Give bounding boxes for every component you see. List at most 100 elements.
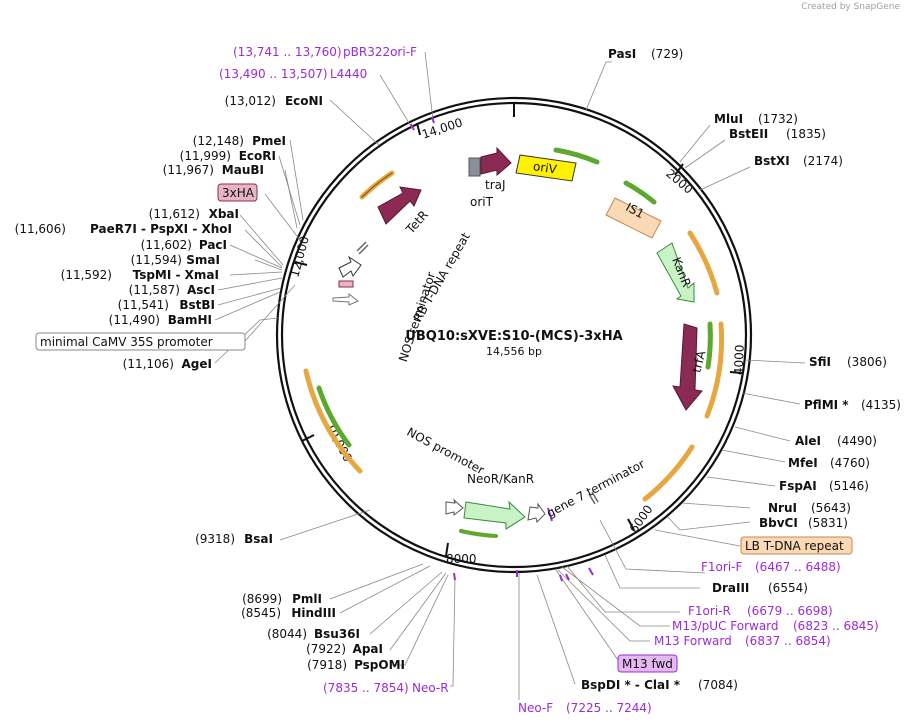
3xHA-mark <box>338 280 354 288</box>
site-BstEII: BstEII <box>729 127 768 141</box>
site-AgeI: AgeI <box>182 357 212 371</box>
plasmid-size: 14,556 bp <box>486 345 542 358</box>
site-MluI: MluI <box>714 112 743 126</box>
label-trfA: trfA <box>689 348 708 374</box>
3xHA-label: 3xHA <box>222 186 255 200</box>
site-MfeI: MfeI <box>788 456 818 470</box>
site-AleI-pos: (4490) <box>837 434 877 448</box>
site-BsaI: BsaI <box>244 532 273 546</box>
primer-Neo-F-range: (7225 .. 7244) <box>566 701 652 715</box>
site-EcoRI: EcoRI <box>239 149 276 163</box>
site-SfiI: SfiI <box>809 355 831 369</box>
label-oriT: oriT <box>470 195 494 209</box>
site-PflMI: PflMI * <box>804 398 849 412</box>
site-BbvCI: BbvCI <box>759 516 798 530</box>
site-PacI: PacI <box>199 238 227 252</box>
site-PaeR7I-pos: (11,606) <box>15 222 66 236</box>
site-PspOMI: PspOMI <box>354 658 405 672</box>
site-MluI-pos: (1732) <box>758 112 798 126</box>
site-HindIII-pos: (8545) <box>241 606 281 620</box>
primer-labels: pBR322ori-F (13,741 .. 13,760) L4440 (13… <box>219 45 879 715</box>
site-SfiI-pos: (3806) <box>847 355 887 369</box>
tick-label-8000: 8000 <box>446 552 477 566</box>
primer-F1ori-R-range: (6679 .. 6698) <box>747 604 833 618</box>
site-MauBI: MauBI <box>222 163 264 177</box>
site-DraIII: DraIII <box>712 581 749 595</box>
primer-M13fwd: M13 Forward <box>654 634 732 648</box>
site-PmeI: PmeI <box>252 134 286 148</box>
primer-Neo-R-range: (7835 .. 7854) <box>323 681 409 695</box>
site-MauBI-pos: (11,967) <box>163 163 214 177</box>
TetR-arrow <box>377 186 422 225</box>
direction-arcs <box>303 147 725 538</box>
primer-M13pUC-range: (6823 .. 6845) <box>793 619 879 633</box>
site-BspDI-ClaI-pos: (7084) <box>698 678 738 692</box>
site-FspAI: FspAI <box>779 479 817 493</box>
site-HindIII: HindIII <box>291 606 336 620</box>
site-DraIII-pos: (6554) <box>768 581 808 595</box>
tick-marks <box>294 103 743 557</box>
site-ApaI: ApaI <box>353 642 383 656</box>
site-ApaI-pos: (7922) <box>306 642 346 656</box>
site-BstEII-pos: (1835) <box>786 127 826 141</box>
site-Bsu36I-pos: (8044) <box>267 627 307 641</box>
camv-box <box>35 332 246 351</box>
primer-M13pUC: M13/pUC Forward <box>672 619 779 633</box>
sites-right: PasI (729) MluI (1732) BstEII (1835) Bst… <box>581 47 901 692</box>
primer-L4440: L4440 <box>330 67 367 81</box>
small-arrow <box>332 292 359 306</box>
primer-Neo-R: Neo-R <box>412 681 449 695</box>
site-PaeR7I-PspXI-XhoI: PaeR7I - PspXI - XhoI <box>90 222 232 236</box>
site-BstBI: BstBI <box>179 298 215 312</box>
site-BsaI-pos: (9318) <box>195 532 235 546</box>
primer-L4440-range: (13,490 .. 13,507) <box>219 67 328 81</box>
primer-Neo-F: Neo-F <box>518 701 553 715</box>
site-FspAI-pos: (5146) <box>829 479 869 493</box>
site-BbvCI-pos: (5831) <box>808 516 848 530</box>
site-BstXI: BstXI <box>754 154 790 168</box>
site-PflMI-pos: (4135) <box>861 398 901 412</box>
trfA-arrow <box>672 323 703 411</box>
KanR-arrow <box>656 242 695 303</box>
feature-shapes <box>332 146 703 530</box>
primer-F1ori-R: F1ori-R <box>688 604 731 618</box>
site-PmlI-pos: (8699) <box>242 592 282 606</box>
site-MfeI-pos: (4760) <box>830 456 870 470</box>
site-TspMI-XmaI-pos: (11,592) <box>61 268 112 282</box>
label-gene7: gene 7 terminator <box>544 457 647 521</box>
site-BamHI: BamHI <box>168 313 212 327</box>
tick-label-4000: 4000 <box>732 344 747 375</box>
primer-M13fwd-range: (6837 .. 6854) <box>745 634 831 648</box>
primer-marks <box>410 116 594 582</box>
primer-F1ori-F-range: (6467 .. 6488) <box>755 560 841 574</box>
backbone-outer <box>275 96 753 574</box>
site-BspDI-ClaI: BspDI * - ClaI * <box>581 678 681 692</box>
lb-repeat-box <box>740 536 853 555</box>
site-Bsu36I: Bsu36I <box>314 627 360 641</box>
site-PmeI-pos: (12,148) <box>193 134 244 148</box>
label-traJ: traJ <box>485 178 506 192</box>
NeoR-arrow <box>463 500 526 530</box>
gene7-arrow <box>527 502 546 523</box>
leader-lines <box>214 51 806 700</box>
site-AgeI-pos: (11,106) <box>123 357 174 371</box>
sites-left: PspOMI (7918) ApaI (7922) Bsu36I (8044) … <box>15 94 405 672</box>
site-BstBI-pos: (11,541) <box>118 298 169 312</box>
site-EcoRI-pos: (11,999) <box>180 149 231 163</box>
label-neor: NeoR/KanR <box>467 472 534 486</box>
oriT-block <box>468 157 481 177</box>
site-NruI-pos: (5643) <box>811 501 851 515</box>
m13-fwd-label: M13 fwd <box>622 657 673 671</box>
primer-pBR322: pBR322ori-F <box>343 45 417 59</box>
site-AscI: AscI <box>187 283 215 297</box>
label-nos-promoter: NOS promoter <box>404 425 486 478</box>
label-oriV: oriV <box>532 159 558 176</box>
site-PasI: PasI <box>608 47 636 61</box>
traJ-arrow <box>480 146 512 177</box>
nos-promoter-arrow <box>445 498 464 517</box>
m13-fwd-box <box>617 654 678 673</box>
IS1-box <box>605 197 662 239</box>
site-NruI: NruI <box>768 501 797 515</box>
camv-label: minimal CaMV 35S promoter <box>40 335 213 349</box>
